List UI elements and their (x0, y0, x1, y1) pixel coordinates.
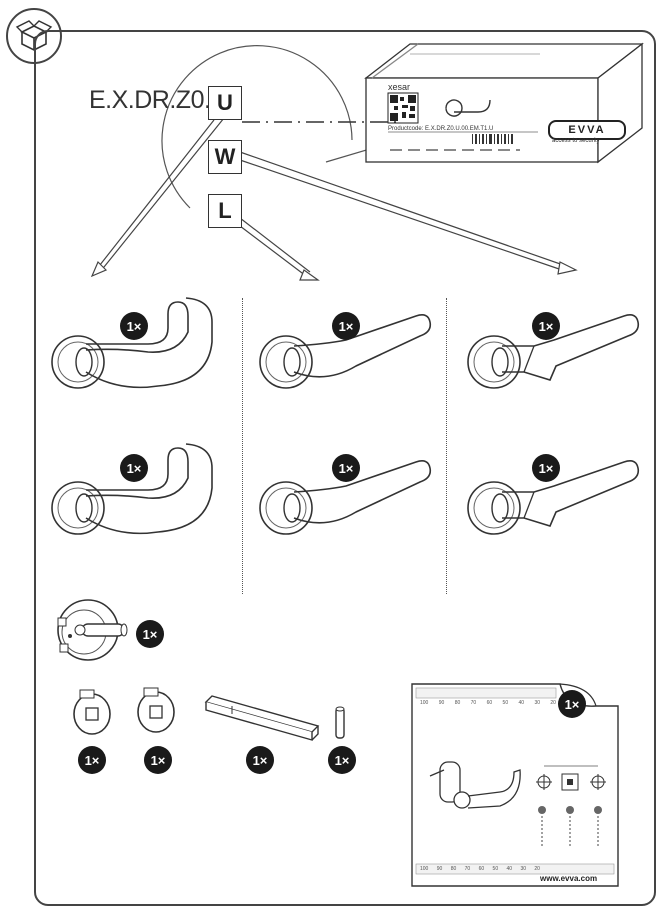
quantity-badge: 1× (558, 690, 586, 718)
scale-tick-label: 80 (454, 700, 461, 706)
quantity-badge: 1× (120, 312, 148, 340)
quantity-badge: 1× (328, 746, 356, 774)
pin-icon (335, 706, 345, 739)
quantity-badge: 1× (144, 746, 172, 774)
scale-tick-label: 60 (478, 866, 485, 872)
quantity-badge: 1× (332, 312, 360, 340)
quantity-badge: 1× (78, 746, 106, 774)
rosette-icon (57, 599, 128, 661)
quantity-badge: 1× (136, 620, 164, 648)
drill-template-icon (411, 683, 619, 887)
column-divider (242, 298, 243, 594)
quantity-badge: 1× (120, 454, 148, 482)
qr-code-icon (387, 92, 419, 124)
scale-tick-label: 100 (420, 700, 429, 706)
scale-tick-label: 20 (550, 700, 556, 706)
variant-u-box: U (208, 86, 242, 120)
scale-tick-label: 50 (502, 700, 509, 706)
scale-tick-label: 50 (492, 866, 499, 872)
evva-tagline: access to security (552, 138, 600, 144)
template-url: www.evva.com (540, 874, 598, 883)
scale-tick-label: 30 (534, 700, 541, 706)
scale-tick-label: 30 (520, 866, 527, 872)
handle-l-icon (467, 314, 640, 389)
scale-tick-label: 40 (506, 866, 513, 872)
scale-tick-label: 90 (438, 700, 445, 706)
adapter-icon (73, 689, 111, 735)
quantity-badge: 1× (532, 312, 560, 340)
handle-u-icon (51, 443, 213, 535)
evva-logo: EVVA (548, 120, 626, 140)
handle-w-icon (259, 460, 432, 535)
template-scale-bottom: 100 90 80 70 60 50 40 30 20 (420, 866, 540, 872)
quantity-badge: 1× (246, 746, 274, 774)
scale-tick-label: 70 (464, 866, 471, 872)
variant-l-box: L (208, 194, 242, 228)
quantity-badge: 1× (332, 454, 360, 482)
scale-tick-label: 100 (420, 866, 429, 872)
handle-w-icon (259, 314, 432, 389)
scale-tick-label: 40 (518, 700, 525, 706)
scale-tick-label: 70 (470, 700, 477, 706)
scale-tick-label: 80 (450, 866, 457, 872)
scale-tick-label: 90 (436, 866, 443, 872)
package-product-code: Productcode: E.X.DR.Z0.U.00.EM.T1.U (388, 126, 494, 132)
package-brand: xesar (388, 82, 411, 92)
product-code-prefix: E.X.DR.Z0. (89, 86, 211, 114)
adapter-icon (137, 687, 175, 733)
scale-tick-label: 20 (534, 866, 540, 872)
barcode-icon (472, 134, 513, 144)
variant-w-box: W (208, 140, 242, 174)
column-divider (446, 298, 447, 594)
handle-u-icon (51, 297, 213, 389)
handle-l-icon (467, 460, 640, 535)
quantity-badge: 1× (532, 454, 560, 482)
template-scale-top: 100 90 80 70 60 50 40 30 20 (420, 700, 556, 706)
spindle-icon (204, 695, 320, 741)
content-frame (34, 30, 656, 906)
scale-tick-label: 60 (486, 700, 493, 706)
